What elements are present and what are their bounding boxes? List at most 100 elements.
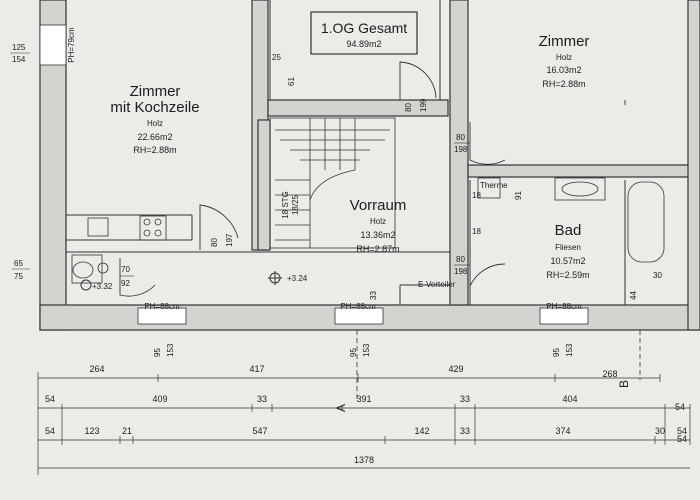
bad-floor: Fliesen xyxy=(555,243,581,252)
bathroom-fixtures xyxy=(71,177,665,284)
summary-area: 94.89m2 xyxy=(346,39,381,49)
dim-95a: 95 xyxy=(153,348,162,357)
row3-dim-2: 21 xyxy=(122,426,132,436)
row3-dim-3: 547 xyxy=(252,426,267,436)
room-left-name-1: Zimmer xyxy=(130,83,181,100)
row1-dim-1: 417 xyxy=(249,364,264,374)
row1-dim-0: 264 xyxy=(89,364,104,374)
dim-154: 154 xyxy=(12,55,26,64)
dim-75: 75 xyxy=(14,272,23,281)
ph-88-label-3: PH=88cm xyxy=(546,302,582,311)
row3-dim-6: 374 xyxy=(555,426,570,436)
room-right-name: Zimmer xyxy=(539,33,590,50)
dim-30: 30 xyxy=(653,271,662,280)
dim-153c: 153 xyxy=(565,343,574,357)
stair-label: 18 STG xyxy=(281,191,290,219)
room-right-height: RH=2.88m xyxy=(542,79,585,89)
room-left-area: 22.66m2 xyxy=(137,132,172,142)
room-left-floor: Holz xyxy=(147,119,163,128)
dim-91: 91 xyxy=(514,191,523,200)
vorraum-height: RH=2.87m xyxy=(356,244,399,254)
room-right: Zimmer Holz 16.03m2 RH=2.88m xyxy=(539,33,590,89)
dimension-lines xyxy=(37,372,691,475)
dimension-texts: 264 417 429 268 54 409 33 391 33 404 54 … xyxy=(45,364,687,465)
ph-88-label-2: PH=88cm xyxy=(340,302,376,311)
dim-25: 25 xyxy=(272,53,281,62)
row2-dim-1: 409 xyxy=(152,394,167,404)
dim-61: 61 xyxy=(287,77,296,86)
row3-dim-4: 142 xyxy=(414,426,429,436)
vorraum-name: Vorraum xyxy=(350,197,407,214)
room-right-area: 16.03m2 xyxy=(546,65,581,75)
dim-44: 44 xyxy=(629,291,638,300)
bad-area: 10.57m2 xyxy=(550,256,585,266)
row1-dim-3: 268 xyxy=(602,369,617,379)
dim-153b: 153 xyxy=(362,343,371,357)
dim-198a: 198 xyxy=(454,145,468,154)
level-markers xyxy=(80,271,282,291)
interior-lines xyxy=(66,0,626,305)
side-dim-1: 54 xyxy=(675,402,685,412)
staircase xyxy=(269,117,396,249)
row3-dim-1: 123 xyxy=(84,426,99,436)
level-label: +3.24 xyxy=(287,274,308,283)
bad-name: Bad xyxy=(555,222,582,239)
ph-88-label-1: PH=88cm xyxy=(144,302,180,311)
dim-80b: 80 xyxy=(456,133,465,142)
doors xyxy=(119,61,626,297)
dim-80c: 80 xyxy=(456,255,465,264)
therme-label: Therme xyxy=(480,181,508,190)
dim-80a: 80 xyxy=(404,103,413,112)
dim-197: 197 xyxy=(225,233,234,247)
row2-dim-2: 33 xyxy=(257,394,267,404)
ph-79-label: PH=79cm xyxy=(67,27,76,63)
dim-33a: 33 xyxy=(369,291,378,300)
row1-dim-2: 429 xyxy=(448,364,463,374)
total-dim: 1378 xyxy=(354,455,374,465)
summary-box: 1.OG Gesamt 94.89m2 xyxy=(310,11,418,55)
level-label-2: +3.32 xyxy=(92,282,113,291)
room-vorraum: Vorraum Holz 13.36m2 RH=2.87m xyxy=(350,197,407,254)
room-left-name-2: mit Kochzeile xyxy=(110,99,199,116)
dim-80d: 80 xyxy=(210,238,219,247)
vorraum-floor: Holz xyxy=(370,217,386,226)
dim-18a: 18 xyxy=(472,191,481,200)
row2-dim-4: 33 xyxy=(460,394,470,404)
row3-dim-5: 33 xyxy=(460,426,470,436)
dim-95b: 95 xyxy=(349,348,358,357)
dim-153a: 153 xyxy=(166,343,175,357)
room-bad: Bad Fliesen 10.57m2 RH=2.59m xyxy=(546,222,589,280)
dim-70: 70 xyxy=(121,265,130,274)
small-dimensions: 125 154 25 61 80 199 80 198 91 18 18 80 … xyxy=(10,43,662,357)
row3-dim-7: 30 xyxy=(655,426,665,436)
dim-125: 125 xyxy=(12,43,26,52)
kitchen-counter xyxy=(87,215,167,241)
section-b: B xyxy=(617,380,631,388)
e-verteiler-label: E-Verteiler xyxy=(418,280,456,289)
summary-title: 1.OG Gesamt xyxy=(321,20,407,36)
stair-label-2: 18/25 xyxy=(291,194,300,215)
section-a: A xyxy=(334,404,348,412)
dim-199: 199 xyxy=(419,98,428,112)
dim-65: 65 xyxy=(14,259,23,268)
row3-dim-8: 54 xyxy=(677,426,687,436)
dim-95c: 95 xyxy=(552,348,561,357)
vorraum-area: 13.36m2 xyxy=(360,230,395,240)
room-left: Zimmer mit Kochzeile Holz 22.66m2 RH=2.8… xyxy=(110,83,199,155)
dim-198b: 198 xyxy=(454,267,468,276)
misc-labels: PH=79cm PH=88cm PH=88cm PH=88cm 18 STG 1… xyxy=(67,27,582,311)
row2-dim-3: 391 xyxy=(356,394,371,404)
row2-dim-5: 404 xyxy=(562,394,577,404)
row2-dim-0: 54 xyxy=(45,394,55,404)
dim-18b: 18 xyxy=(472,227,481,236)
room-right-floor: Holz xyxy=(556,53,572,62)
windows xyxy=(39,24,589,325)
side-dim-2: 54 xyxy=(677,434,687,444)
bad-height: RH=2.59m xyxy=(546,270,589,280)
row3-dim-0: 54 xyxy=(45,426,55,436)
dim-92: 92 xyxy=(121,279,130,288)
room-left-height: RH=2.88m xyxy=(133,145,176,155)
section-marks: A B xyxy=(334,330,641,412)
